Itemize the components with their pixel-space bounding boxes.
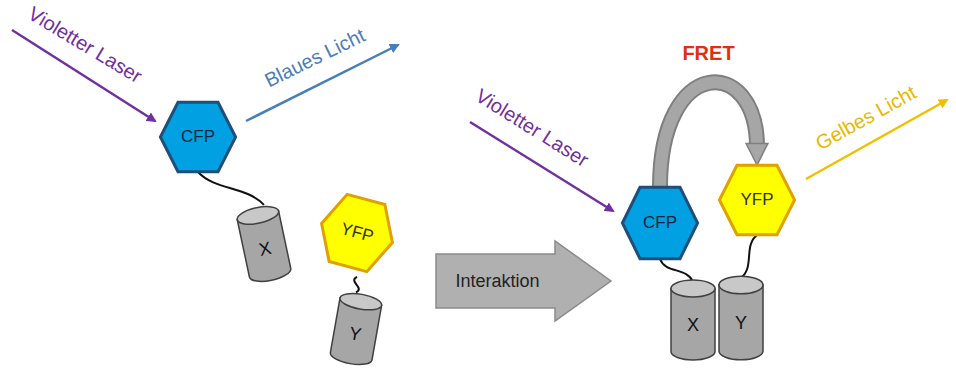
linker-line — [198, 172, 264, 205]
linker-line — [354, 277, 359, 293]
protein-y-cylinder: Y — [326, 288, 386, 369]
node-text: X — [687, 315, 699, 336]
protein-x-cylinder: X — [232, 201, 295, 287]
laser-label: Violetter Laser — [471, 84, 592, 172]
edge-label: FRET — [682, 42, 734, 65]
linker-line — [741, 235, 757, 278]
yfp-hexagon: YFP — [717, 163, 797, 237]
linker-line — [660, 259, 693, 282]
node-text: CFP — [181, 127, 215, 147]
cfp-hexagon: CFP — [620, 185, 700, 261]
node-text: YFP — [740, 190, 773, 210]
node-text: Y — [735, 313, 747, 334]
protein-y-cylinder: Y — [716, 274, 766, 362]
node-text: Interaktion — [455, 271, 539, 292]
cfp-hexagon: CFP — [158, 100, 238, 174]
yfp-hexagon: YFP — [310, 187, 404, 279]
protein-x-cylinder: X — [668, 278, 718, 362]
emission-label: Gelbes Licht — [812, 81, 920, 155]
emission-label: Blaues Licht — [261, 24, 369, 92]
node-text: CFP — [643, 213, 677, 233]
interaction-arrow: Interaktion — [435, 240, 612, 322]
